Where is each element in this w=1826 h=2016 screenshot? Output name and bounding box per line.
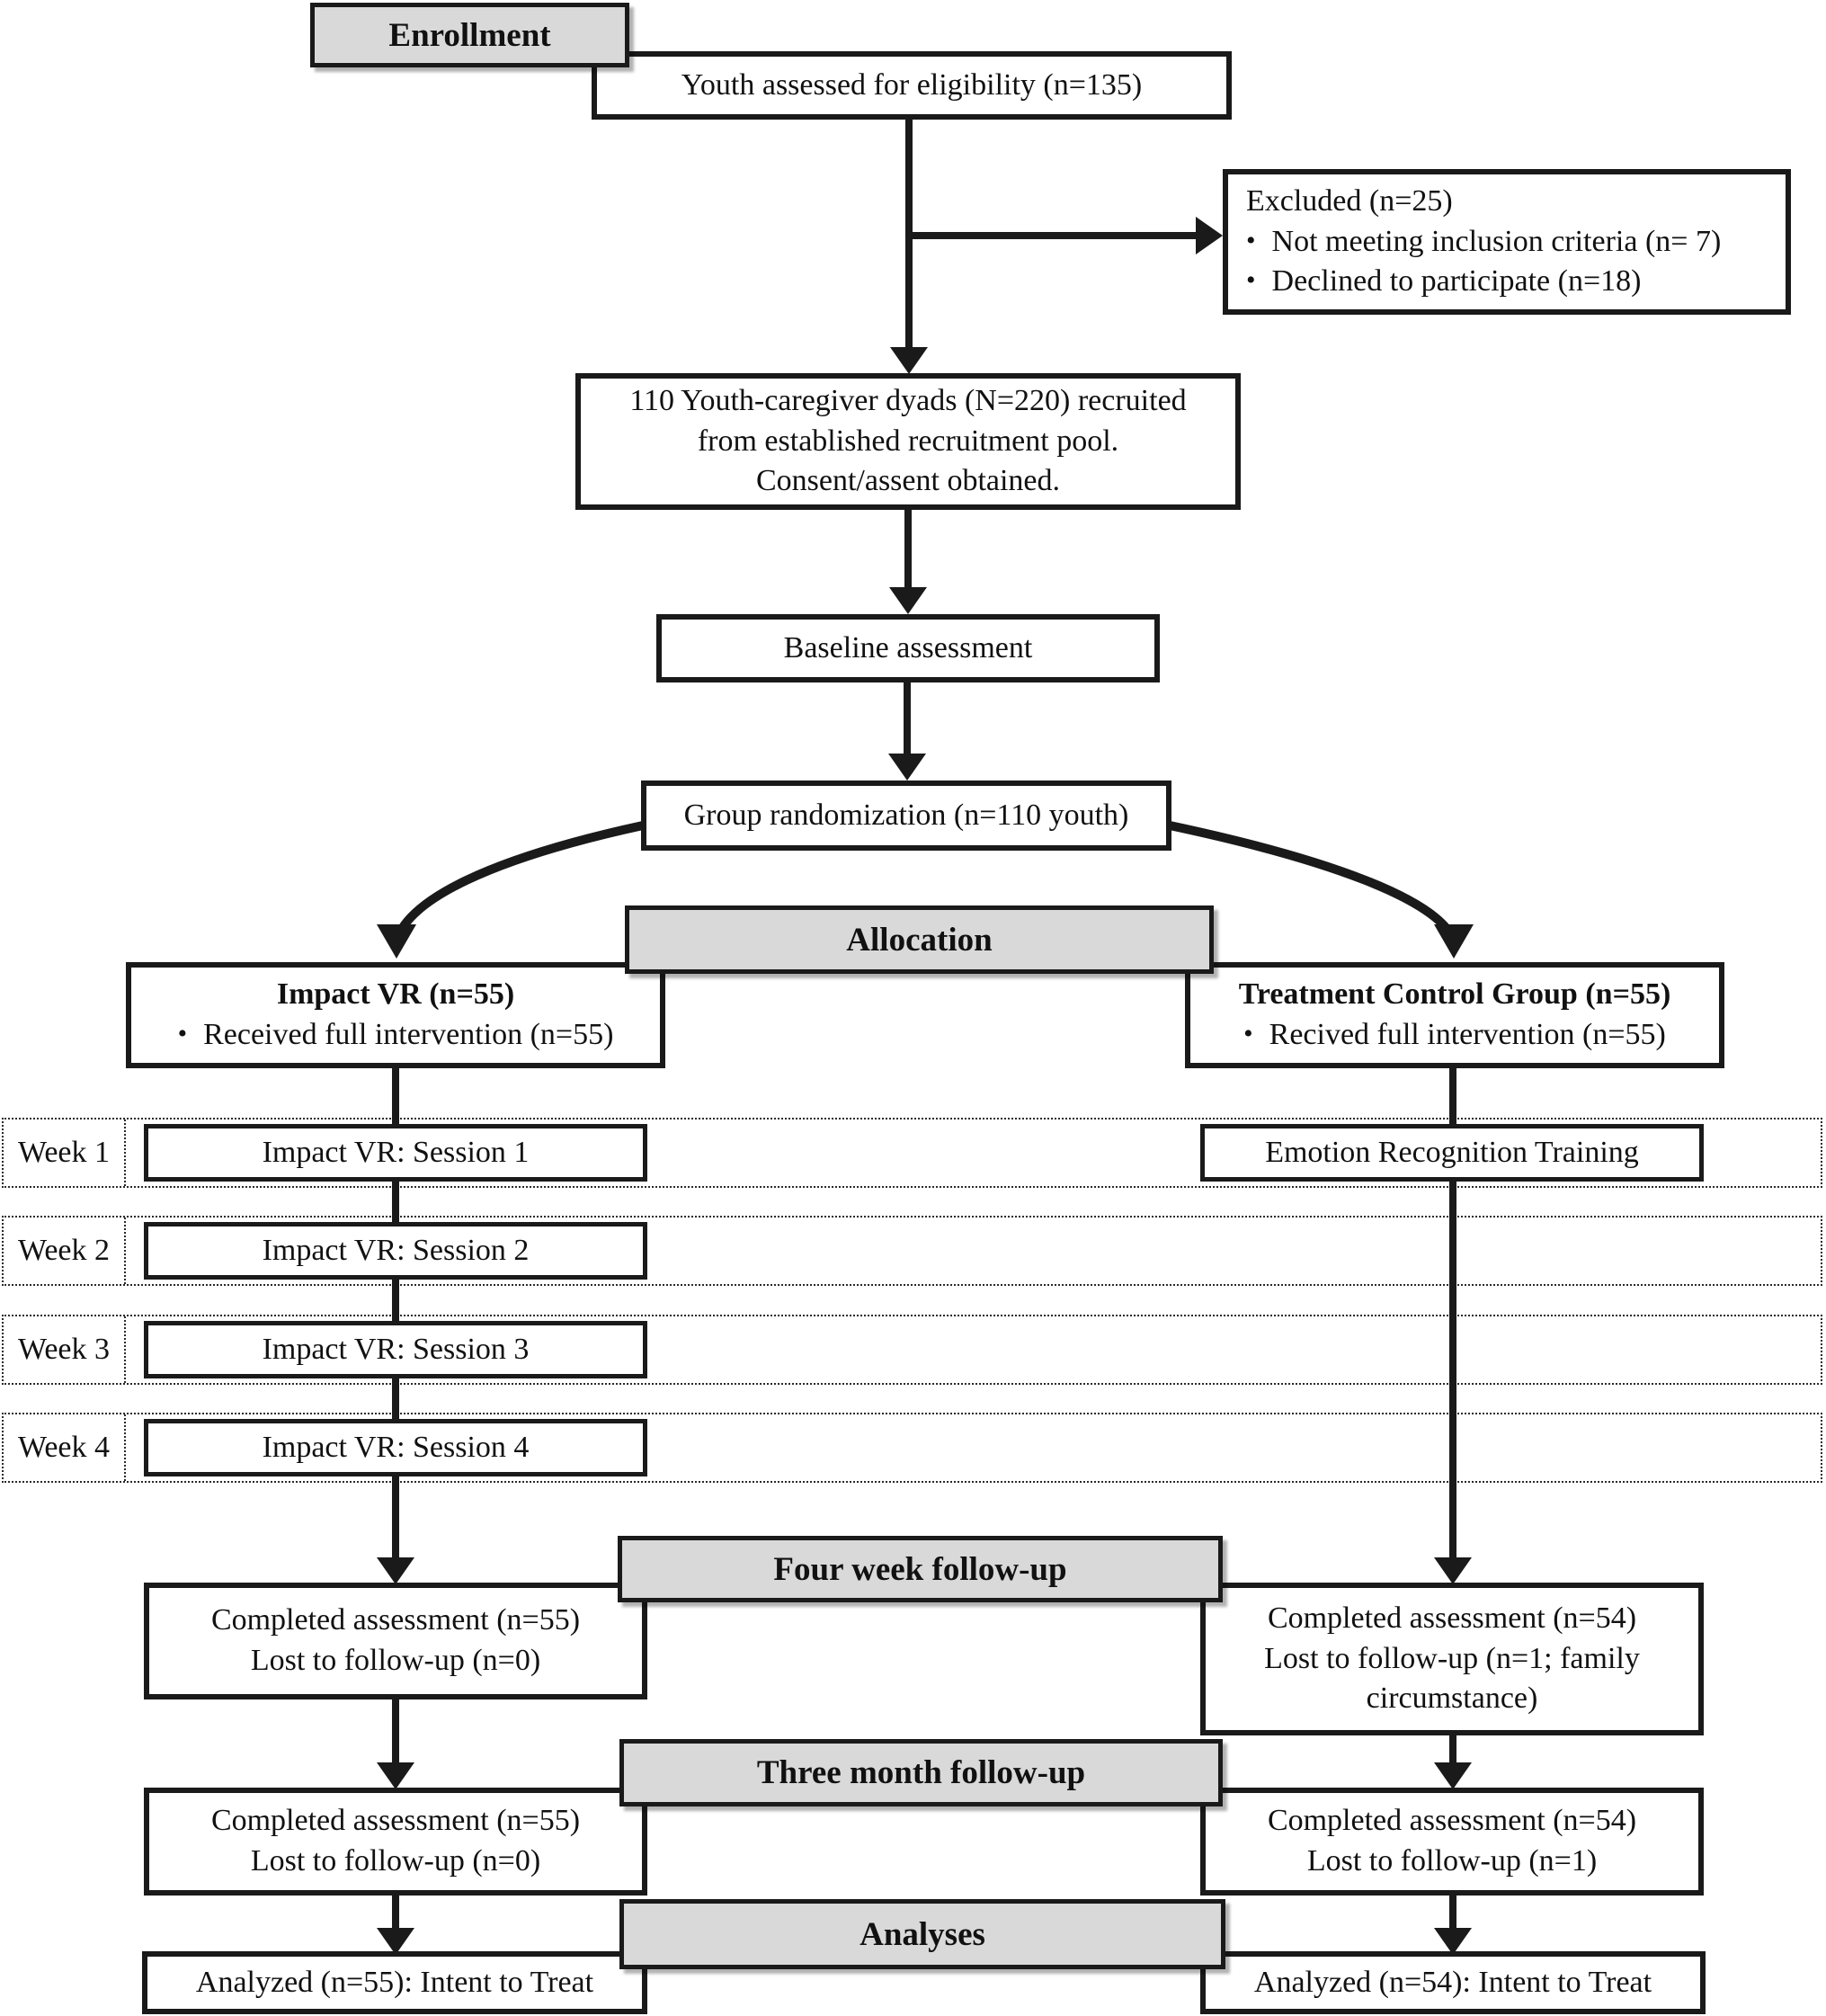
- four-week-followup-header-label: Four week follow-up: [773, 1550, 1067, 1588]
- four-week-left-line-2: Lost to follow-up (n=0): [250, 1644, 541, 1677]
- connector-s4-to-4wk: [392, 1476, 399, 1561]
- connector-left-3mo-to-analyzed: [392, 1896, 399, 1931]
- analyzed-right-box: Analyzed (n=54): Intent to Treat: [1200, 1951, 1706, 2014]
- week-label-4: Week 4: [4, 1414, 126, 1481]
- session-box-3: Impact VR: Session 3: [144, 1321, 647, 1378]
- four-week-right-box: Completed assessment (n=54) Lost to foll…: [1200, 1583, 1704, 1735]
- session-4-label: Impact VR: Session 4: [262, 1430, 530, 1464]
- allocation-header-label: Allocation: [846, 921, 993, 959]
- session-1-label: Impact VR: Session 1: [262, 1135, 530, 1169]
- four-week-left-box: Completed assessment (n=55) Lost to foll…: [144, 1583, 647, 1699]
- session-box-4: Impact VR: Session 4: [144, 1419, 647, 1476]
- three-month-right-line-2: Lost to follow-up (n=1): [1306, 1844, 1598, 1878]
- week-row-1: Week 1: [2, 1118, 1822, 1188]
- eligibility-label: Youth assessed for eligibility (n=135): [681, 67, 1143, 102]
- arrowhead-down-left-3mo: [377, 1762, 414, 1789]
- connector-left-group-to-s1: [392, 1068, 399, 1128]
- randomization-box: Group randomization (n=110 youth): [641, 781, 1171, 851]
- excluded-box: Excluded (n=25) • Not meeting inclusion …: [1223, 169, 1791, 315]
- bullet-icon: •: [1246, 225, 1256, 255]
- analyzed-left-label: Analyzed (n=55): Intent to Treat: [195, 1965, 594, 1999]
- session-box-2: Impact VR: Session 2: [144, 1222, 647, 1280]
- four-week-left-line-1: Completed assessment (n=55): [210, 1603, 581, 1637]
- baseline-box: Baseline assessment: [656, 614, 1160, 682]
- recruited-box: 110 Youth-caregiver dyads (N=220) recrui…: [575, 373, 1241, 510]
- arrowhead-down-right-4wk: [1434, 1557, 1472, 1584]
- recruited-line-3: Consent/assent obtained.: [755, 464, 1061, 498]
- analyzed-right-label: Analyzed (n=54): Intent to Treat: [1253, 1965, 1652, 1999]
- session-2-label: Impact VR: Session 2: [262, 1233, 530, 1267]
- bullet-icon: •: [1246, 265, 1256, 296]
- control-group-item-label: Recived full intervention (n=55): [1269, 1018, 1666, 1051]
- branch-left-curve: [392, 821, 645, 942]
- control-group-item: • Recived full intervention (n=55): [1243, 1015, 1666, 1056]
- eligibility-box: Youth assessed for eligibility (n=135): [592, 51, 1232, 120]
- three-month-followup-header-box: Three month follow-up: [619, 1739, 1223, 1806]
- three-month-right-line-1: Completed assessment (n=54): [1267, 1804, 1637, 1838]
- session-3-label: Impact VR: Session 3: [262, 1332, 530, 1366]
- week-row-2: Week 2: [2, 1216, 1822, 1286]
- impact-vr-group-box: Impact VR (n=55) • Received full interve…: [126, 962, 665, 1068]
- arrowhead-down-right-group: [1434, 924, 1474, 959]
- connector-recruited-down: [904, 510, 912, 589]
- connector-s2-to-s3: [392, 1280, 399, 1321]
- four-week-followup-header-box: Four week follow-up: [618, 1536, 1223, 1602]
- analyses-header-label: Analyses: [860, 1915, 985, 1953]
- impact-vr-group-item-label: Received full intervention (n=55): [203, 1018, 614, 1051]
- excluded-item-2-label: Declined to participate (n=18): [1271, 264, 1642, 299]
- connector-ert-to-4wk: [1449, 1182, 1456, 1561]
- week-label-1: Week 1: [4, 1120, 126, 1186]
- excluded-title: Excluded (n=25): [1246, 183, 1453, 218]
- week-row-4: Week 4: [2, 1413, 1822, 1483]
- three-month-followup-header-label: Three month follow-up: [756, 1754, 1086, 1791]
- connector-right-3mo-to-analyzed: [1449, 1896, 1456, 1931]
- impact-vr-group-item: • Received full intervention (n=55): [178, 1015, 614, 1056]
- arrowhead-down-right-3mo: [1434, 1762, 1472, 1789]
- connector-s3-to-s4: [392, 1378, 399, 1419]
- connector-right-group-to-ert: [1449, 1068, 1456, 1128]
- three-month-right-box: Completed assessment (n=54) Lost to foll…: [1200, 1788, 1704, 1896]
- four-week-right-line-2: Lost to follow-up (n=1; family circumsta…: [1264, 1641, 1640, 1716]
- baseline-label: Baseline assessment: [783, 630, 1033, 665]
- week-label-3: Week 3: [4, 1316, 126, 1383]
- impact-vr-group-title: Impact VR (n=55): [276, 977, 515, 1012]
- excluded-item-1: • Not meeting inclusion criteria (n= 7): [1246, 222, 1721, 263]
- connector-right-4wk-to-3mo: [1449, 1735, 1456, 1766]
- analyzed-left-box: Analyzed (n=55): Intent to Treat: [142, 1951, 647, 2014]
- emotion-recognition-training-label: Emotion Recognition Training: [1265, 1135, 1639, 1169]
- three-month-left-line-1: Completed assessment (n=55): [210, 1804, 581, 1838]
- week-label-2: Week 2: [4, 1218, 126, 1284]
- enrollment-header-label: Enrollment: [388, 16, 551, 54]
- arrowhead-down-randomization: [888, 754, 926, 781]
- connector-s1-to-s2: [392, 1182, 399, 1222]
- three-month-left-line-2: Lost to follow-up (n=0): [250, 1844, 541, 1878]
- excluded-item-1-label: Not meeting inclusion criteria (n= 7): [1271, 224, 1722, 258]
- enrollment-header-box: Enrollment: [310, 3, 629, 67]
- allocation-header-box: Allocation: [625, 905, 1214, 974]
- arrowhead-down-recruited: [890, 347, 928, 374]
- connector-excluded-branch: [909, 232, 1199, 239]
- connector-left-4wk-to-3mo: [392, 1699, 399, 1766]
- randomization-label: Group randomization (n=110 youth): [683, 798, 1129, 832]
- arrowhead-down-right-analyzed: [1434, 1928, 1472, 1955]
- bullet-icon: •: [177, 1019, 188, 1048]
- excluded-item-2: • Declined to participate (n=18): [1246, 262, 1641, 302]
- three-month-left-box: Completed assessment (n=55) Lost to foll…: [144, 1788, 647, 1896]
- arrowhead-down-baseline: [889, 587, 927, 614]
- session-box-1: Impact VR: Session 1: [144, 1124, 647, 1182]
- recruited-line-2: from established recruitment pool.: [697, 424, 1119, 458]
- connector-baseline-down: [904, 682, 911, 755]
- control-group-title: Treatment Control Group (n=55): [1238, 977, 1671, 1012]
- four-week-right-line-1: Completed assessment (n=54): [1267, 1601, 1637, 1635]
- analyses-header-box: Analyses: [619, 1899, 1225, 1969]
- arrowhead-down-left-4wk: [377, 1557, 414, 1584]
- bullet-icon: •: [1243, 1019, 1253, 1048]
- emotion-recognition-training-box: Emotion Recognition Training: [1200, 1124, 1704, 1182]
- week-row-3: Week 3: [2, 1315, 1822, 1385]
- control-group-box: Treatment Control Group (n=55) • Recived…: [1185, 962, 1724, 1068]
- arrowhead-right-excluded: [1196, 217, 1223, 254]
- arrowhead-down-left-analyzed: [377, 1928, 414, 1955]
- arrowhead-down-left-group: [377, 924, 416, 959]
- recruited-line-1: 110 Youth-caregiver dyads (N=220) recrui…: [629, 383, 1187, 417]
